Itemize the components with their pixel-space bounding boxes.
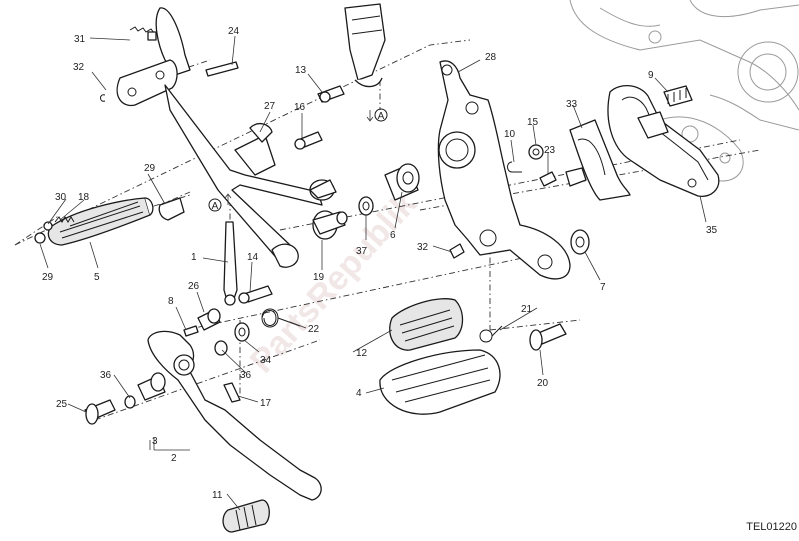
- pedal-pin-17: [223, 382, 241, 403]
- left-footpeg-spring: [54, 216, 75, 223]
- connector-9: [663, 85, 693, 107]
- clip-10: [507, 161, 522, 173]
- callout-6: 6: [390, 230, 396, 241]
- callout-13: 13: [295, 65, 307, 76]
- callout-29-upper: 29: [144, 163, 156, 174]
- bolt-14: [238, 285, 273, 304]
- engine-casing: [569, 0, 799, 182]
- callout-10: 10: [504, 129, 516, 140]
- spacer-7: [570, 229, 590, 255]
- callout-18: 18: [78, 192, 90, 203]
- callout-25: 25: [56, 399, 68, 410]
- brake-master-cylinder: [344, 3, 386, 88]
- svg-text:A: A: [212, 201, 219, 212]
- circlip-32: [100, 94, 106, 102]
- spring-bracket-33: [569, 119, 631, 201]
- callout-11: 11: [212, 490, 223, 501]
- callout-24: 24: [228, 26, 240, 37]
- bolt-16: [294, 131, 323, 150]
- callout-32-right: 32: [417, 242, 429, 253]
- callout-27: 27: [264, 101, 276, 112]
- bushing-19: [309, 179, 346, 240]
- footpeg-spring-21: [479, 325, 503, 343]
- callout-4: 4: [356, 388, 362, 399]
- pivot-bolt-25: [84, 399, 116, 425]
- callout-35: 35: [706, 225, 718, 236]
- callout-34: 34: [260, 355, 272, 366]
- drawing-code: TEL01220: [746, 521, 797, 533]
- washer-34: [234, 322, 250, 342]
- reference-marker-a-lower: A: [208, 193, 232, 212]
- leader-lines: [39, 35, 707, 511]
- callout-3: 3: [152, 436, 158, 447]
- callout-5: 5: [94, 272, 100, 283]
- gear-washer-15: [528, 144, 544, 160]
- callout-30: 30: [55, 192, 67, 203]
- callout-8: 8: [168, 296, 174, 307]
- left-footpeg-pin: [34, 221, 53, 244]
- callout-14: 14: [247, 252, 259, 263]
- callout-21: 21: [521, 304, 533, 315]
- callout-28: 28: [485, 52, 497, 63]
- pin-24: [205, 61, 239, 77]
- callout-23: 23: [544, 145, 556, 156]
- callout-2: 2: [171, 453, 177, 464]
- callout-labels: 1 2 3 4 5 6 7 8 9 10 11 12 13 14 15 16 1…: [42, 26, 718, 501]
- callout-31: 31: [74, 34, 86, 45]
- pedal-bushing-3: [137, 372, 166, 401]
- callout-16: 16: [294, 102, 306, 113]
- right-footpeg-rubber-12: [389, 298, 464, 351]
- callout-12: 12: [356, 348, 368, 359]
- brake-pedal-2: [147, 330, 322, 501]
- pin-8: [183, 325, 199, 337]
- switch-connector: [565, 167, 587, 187]
- bracket-bolt-31: [129, 26, 157, 41]
- footpeg-bracket-29: [158, 197, 185, 221]
- callout-7: 7: [600, 282, 606, 293]
- callout-17: 17: [260, 398, 272, 409]
- callout-22: 22: [308, 324, 320, 335]
- svg-text:A: A: [378, 111, 385, 122]
- left-footpeg: [47, 197, 154, 246]
- rider-footpeg-bracket: [116, 7, 323, 268]
- pedal-tip-11: [222, 499, 270, 533]
- pivot-bolt-20: [529, 323, 567, 351]
- bushing-26: [197, 308, 221, 331]
- callout-26: 26: [188, 281, 200, 292]
- callout-36-lower: 36: [100, 370, 112, 381]
- spacer-6: [384, 163, 420, 201]
- callout-37: 37: [356, 246, 368, 257]
- footpeg-mount-plate-28: [437, 60, 571, 280]
- washer-36-lower: [124, 395, 136, 409]
- callout-1: 1: [191, 252, 197, 263]
- pushrod-1: [223, 221, 238, 306]
- pin-23: [539, 171, 557, 187]
- heat-shield-35: [607, 85, 720, 197]
- reference-marker-a-upper: A: [366, 108, 388, 122]
- callout-32-left: 32: [73, 62, 85, 73]
- callout-20: 20: [537, 378, 549, 389]
- callout-29-lower: 29: [42, 272, 54, 283]
- callout-9: 9: [648, 70, 654, 81]
- callout-36-upper: 36: [240, 370, 252, 381]
- washer-37: [336, 196, 374, 225]
- bolt-13: [317, 85, 345, 103]
- bolt-32-right: [449, 243, 465, 259]
- callout-19: 19: [313, 272, 325, 283]
- callout-33: 33: [566, 99, 578, 110]
- right-footpeg-4: [379, 349, 501, 415]
- callout-15: 15: [527, 117, 539, 128]
